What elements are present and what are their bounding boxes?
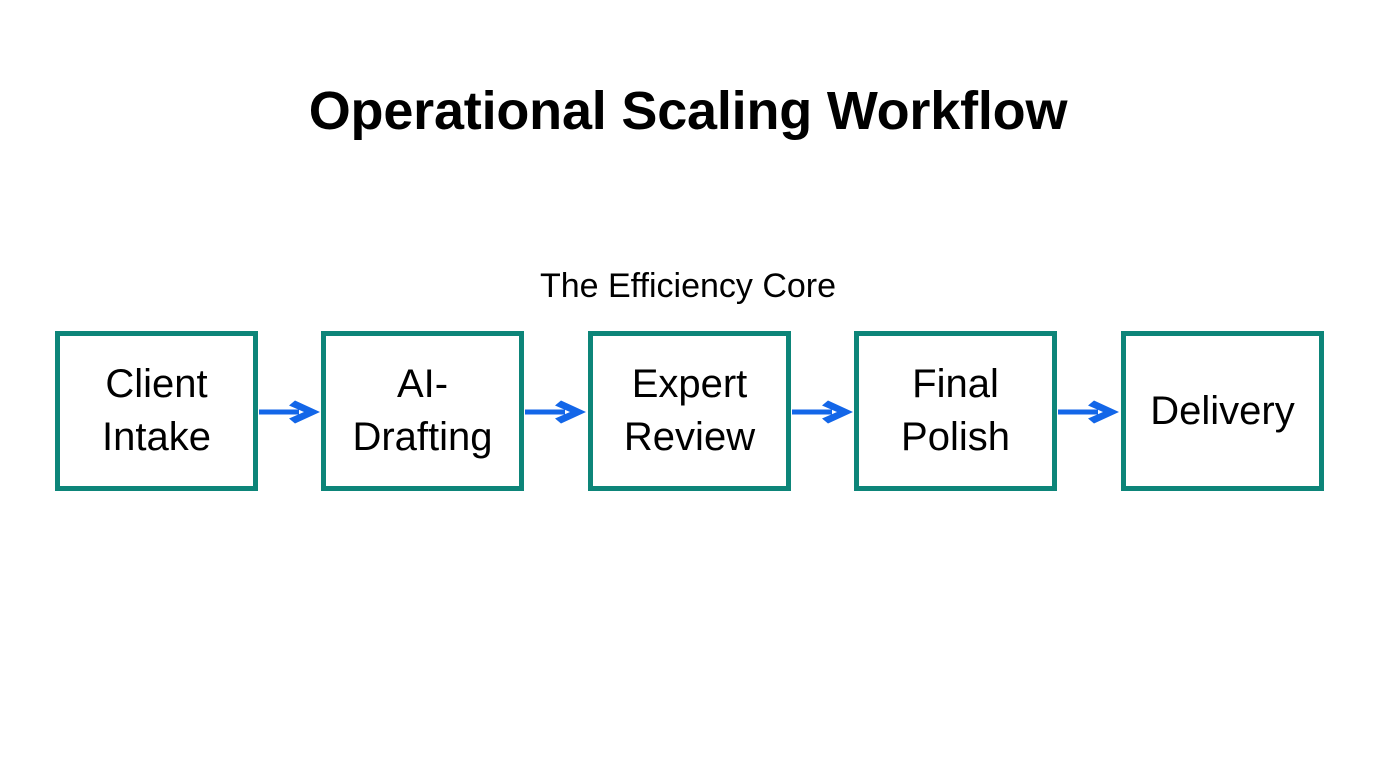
flow-node-final-polish[interactable]: Final Polish bbox=[854, 331, 1057, 491]
workflow-flow: Client Intake AI- Drafting Expert Review bbox=[55, 331, 1324, 491]
diagram-title: Operational Scaling Workflow bbox=[308, 81, 1068, 141]
flow-node-ai-drafting[interactable]: AI- Drafting bbox=[321, 331, 524, 491]
flow-node-label: Final Polish bbox=[901, 362, 1010, 459]
flow-node-label: Expert Review bbox=[623, 362, 756, 459]
flow-arrow-right-icon-3 bbox=[792, 400, 854, 424]
flow-node-label: Delivery bbox=[1150, 388, 1295, 433]
flow-arrow-right-icon-2 bbox=[525, 400, 587, 424]
flow-node-client-intake[interactable]: Client Intake bbox=[55, 331, 258, 491]
flow-node-label: Client Intake bbox=[102, 362, 211, 459]
flow-arrow-right-icon-4 bbox=[1058, 400, 1120, 424]
diagram-subtitle: The Efficiency Core bbox=[539, 267, 837, 305]
flow-arrow-right-icon-1 bbox=[259, 400, 321, 424]
flow-node-label: AI- Drafting bbox=[352, 362, 493, 459]
flow-node-expert-review[interactable]: Expert Review bbox=[588, 331, 791, 491]
flow-node-delivery[interactable]: Delivery bbox=[1121, 331, 1324, 491]
